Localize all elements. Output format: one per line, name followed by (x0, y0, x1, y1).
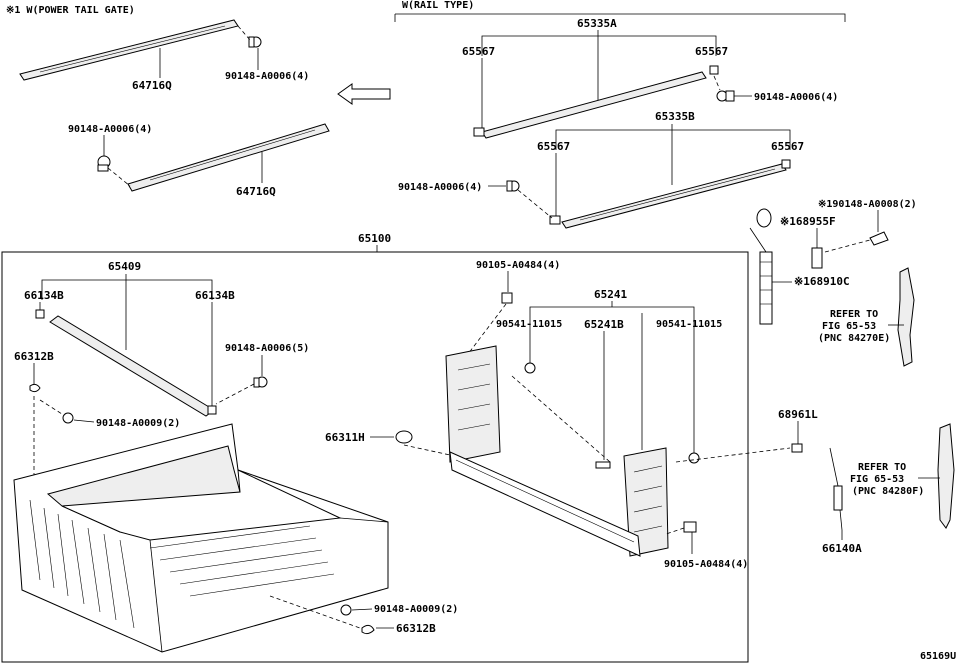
bracket-68955f[interactable] (811, 247, 823, 269)
label-65567-a1: 65567 (462, 45, 495, 58)
rail-64716q-bottom[interactable] (127, 123, 330, 192)
rail-65335a[interactable] (481, 71, 707, 139)
label-68910c: ※168910C (794, 275, 850, 288)
label-65335b: 65335B (655, 110, 695, 123)
refer-1-line3: (PNC 84270E) (818, 333, 890, 344)
rail-65335b[interactable] (561, 163, 787, 229)
label-66311h: 66311H (325, 431, 365, 444)
bushing-90541-right[interactable] (688, 452, 700, 464)
label-bolt-tl: 90148-A0006(4) (225, 71, 309, 82)
handle-66311h[interactable] (395, 430, 413, 444)
refer-1-line1: REFER TO (830, 309, 878, 320)
cap-65567-b1[interactable] (549, 215, 561, 225)
rail-type-header: W(RAIL TYPE) (402, 0, 474, 11)
label-68955f: ※168955F (780, 215, 836, 228)
hinge-part-84270e[interactable] (897, 267, 915, 367)
bolt-90148-mr[interactable] (506, 180, 520, 192)
label-66134b-left: 66134B (24, 289, 64, 302)
label-bolt-9a: 90148-A0009(2) (96, 418, 180, 429)
part-65241b[interactable] (595, 461, 611, 469)
bolt-90148-a0008[interactable] (869, 231, 889, 246)
stud-68961l[interactable] (791, 443, 803, 453)
refer-2-line2: FIG 65-53 (850, 474, 904, 485)
label-65335a: 65335A (577, 17, 617, 30)
cap-65567-b2[interactable] (781, 159, 791, 169)
cable-68910c[interactable] (749, 208, 773, 325)
cap-65567-a2[interactable] (709, 65, 719, 75)
label-64716q-bottom: 64716Q (236, 185, 276, 198)
rail-65409[interactable] (49, 315, 215, 417)
label-65409: 65409 (108, 260, 141, 273)
label-90105-bottom: 90105-A0484(4) (664, 559, 748, 570)
bolt-90148-tl[interactable] (248, 36, 262, 48)
label-bolt-cable: ※190148-A0008(2) (818, 199, 917, 210)
bolt-90148-ml[interactable] (97, 155, 111, 172)
refer-2-line3: (PNC 84280F) (852, 486, 924, 497)
label-65567-b1: 65567 (537, 140, 570, 153)
bolt-90148-a0009-b[interactable] (340, 604, 352, 616)
label-bolt-9b: 90148-A0009(2) (374, 604, 458, 615)
label-bolt-5: 90148-A0006(5) (225, 343, 309, 354)
bolt-90148-a0006-5[interactable] (253, 376, 268, 388)
label-90541-right: 90541-11015 (656, 319, 722, 330)
label-bolt-mr: 90148-A0006(4) (398, 182, 482, 193)
label-66312b-top: 66312B (14, 350, 54, 363)
label-65241: 65241 (594, 288, 627, 301)
label-66140a: 66140A (822, 542, 862, 555)
power-tail-gate-header: ※1 W(POWER TAIL GATE) (6, 5, 135, 16)
bushing-90541-left[interactable] (524, 362, 536, 374)
hinge-part-84280f[interactable] (937, 423, 955, 529)
label-90105-top: 90105-A0484(4) (476, 260, 560, 271)
bolt-90148-a0009-a[interactable] (62, 412, 74, 424)
bolt-90105-bottom[interactable] (683, 521, 697, 533)
truck-bed[interactable] (13, 423, 389, 653)
label-65567-b2: 65567 (771, 140, 804, 153)
label-64716q-top: 64716Q (132, 79, 172, 92)
label-65567-a2: 65567 (695, 45, 728, 58)
label-bolt-tr: 90148-A0006(4) (754, 92, 838, 103)
label-90541-left: 90541-11015 (496, 319, 562, 330)
refer-2-line1: REFER TO (858, 462, 906, 473)
refer-1-line2: FIG 65-53 (822, 321, 876, 332)
bolt-90105-top[interactable] (501, 292, 513, 304)
label-65241b: 65241B (584, 318, 624, 331)
figure-code: 65169U (920, 651, 956, 662)
arrow-left-icon (337, 83, 391, 105)
rail-64716q-top[interactable] (19, 19, 239, 81)
cap-66134b-left[interactable] (35, 309, 45, 319)
label-66312b-bottom: 66312B (396, 622, 436, 635)
label-66134b-right: 66134B (195, 289, 235, 302)
strut-66140a[interactable] (829, 447, 843, 531)
cap-66134b-right[interactable] (207, 405, 217, 415)
clip-66312b-top[interactable] (29, 383, 41, 393)
rail-type-bracket (394, 13, 846, 22)
assembly-box-65100 (1, 251, 749, 663)
cap-65567-a1[interactable] (473, 127, 485, 137)
bolt-90148-tr[interactable] (716, 90, 735, 102)
label-65100: 65100 (358, 232, 391, 245)
clip-66312b-bottom[interactable] (361, 624, 375, 635)
tailgate-frame-65241[interactable] (445, 345, 669, 557)
label-bolt-ml: 90148-A0006(4) (68, 124, 152, 135)
label-68961l: 68961L (778, 408, 818, 421)
